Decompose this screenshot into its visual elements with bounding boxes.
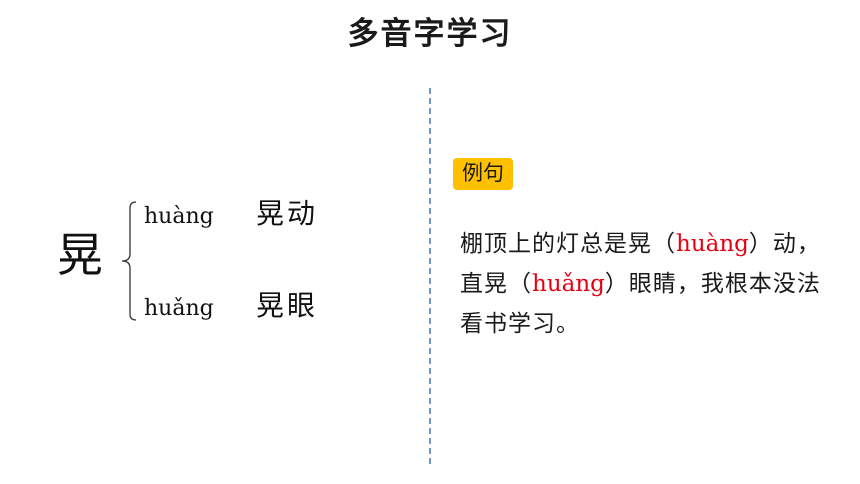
reading-1: huàng 晃动 xyxy=(144,200,318,228)
page-title: 多音字学习 xyxy=(347,16,513,52)
reading-2-pinyin: huǎng xyxy=(144,296,214,321)
sentence-part-3: ）眼睛，我根本没法看书学习。 xyxy=(460,271,821,337)
example-badge: 例句 xyxy=(453,158,513,190)
main-character: 晃 xyxy=(57,228,103,282)
brace-icon xyxy=(121,201,137,321)
sentence-part-2: ）动，直晃（ xyxy=(460,231,821,297)
reading-1-pinyin: huàng xyxy=(144,204,214,229)
sentence-pinyin-2: huǎng xyxy=(532,271,605,297)
sentence-pinyin-1: huàng xyxy=(676,231,749,257)
reading-1-word: 晃动 xyxy=(256,197,319,230)
example-sentence: 棚顶上的灯总是晃（huàng）动，直晃（huǎng）眼睛，我根本没法看书学习。 xyxy=(460,224,832,344)
reading-2: huǎng 晃眼 xyxy=(144,292,318,320)
dashed-divider xyxy=(429,88,431,464)
reading-2-word: 晃眼 xyxy=(256,289,319,322)
sentence-part-1: 棚顶上的灯总是晃（ xyxy=(460,231,676,257)
